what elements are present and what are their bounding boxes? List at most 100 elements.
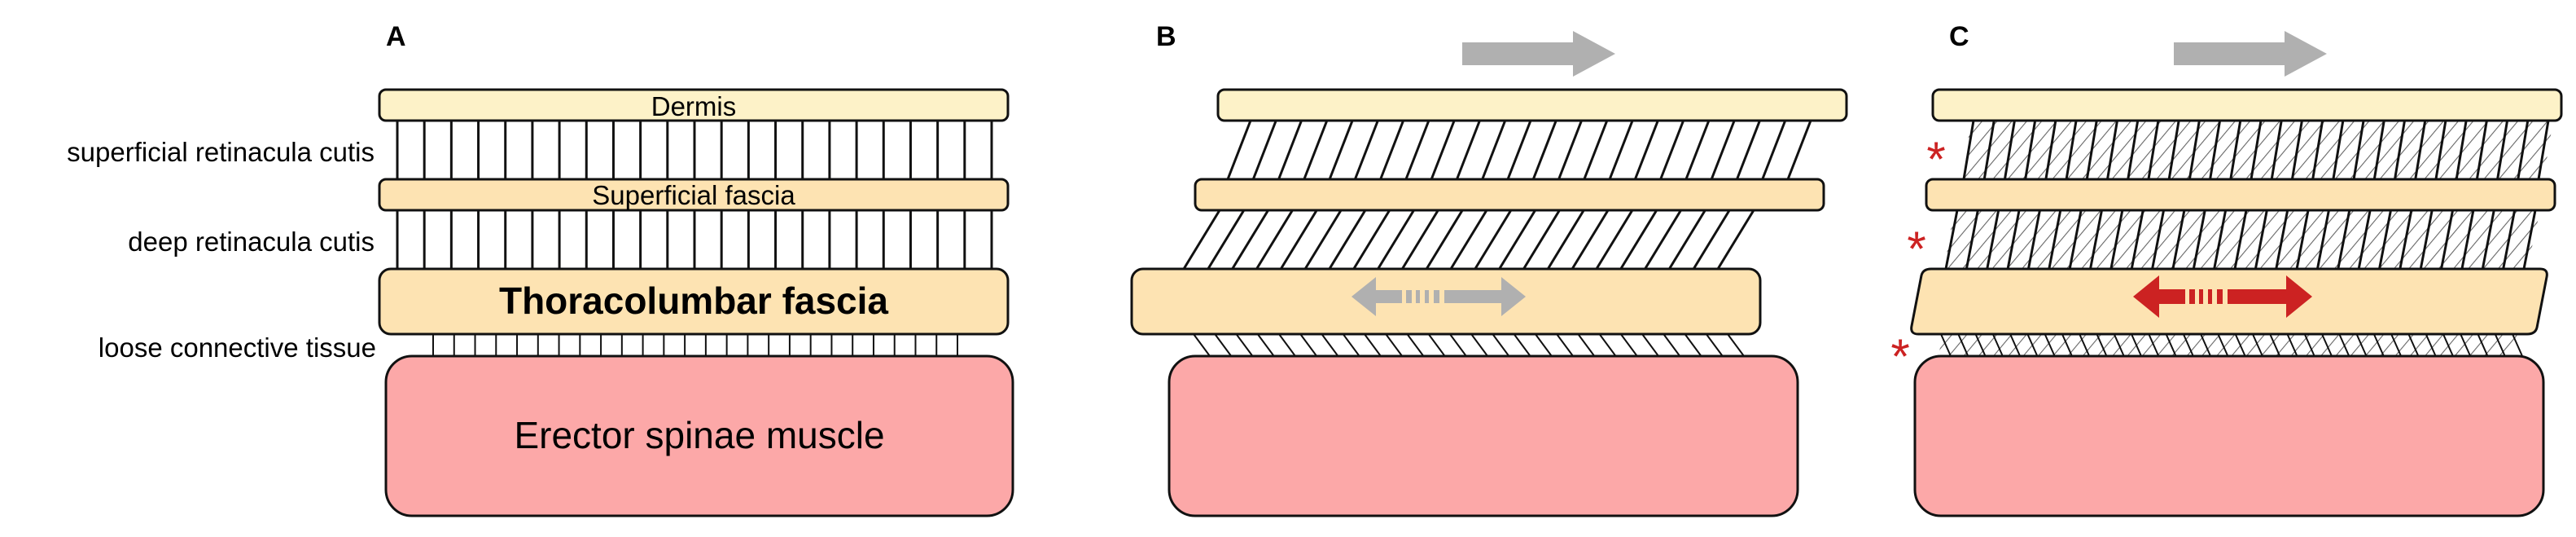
fiber xyxy=(2460,333,2472,357)
fiber xyxy=(2394,120,2406,180)
fiber xyxy=(2269,333,2281,357)
fiber xyxy=(2171,209,2186,270)
fiber xyxy=(2065,120,2078,180)
fiber xyxy=(1251,120,1277,180)
loose-connective-tissue-label: loose connective tissue xyxy=(99,332,376,363)
fiber xyxy=(1427,333,1446,357)
superficial-fascia-layer-shifted xyxy=(1194,178,1825,212)
fiber xyxy=(1571,209,1610,270)
fiber xyxy=(1595,209,1634,270)
fiber xyxy=(1986,209,2000,270)
asterisk-deep: * xyxy=(1907,222,1925,276)
fiber xyxy=(1321,333,1339,357)
dermis-layer-shifted xyxy=(1216,88,1848,122)
fiber xyxy=(1303,120,1329,180)
dermis-layer-c xyxy=(1931,88,2563,122)
fiber xyxy=(2024,120,2037,180)
fiber xyxy=(1214,333,1233,357)
fiber xyxy=(1982,120,1996,180)
fiber xyxy=(2148,333,2160,357)
panel-a-letter: A xyxy=(386,21,406,52)
fiber xyxy=(1352,209,1391,270)
right-arrow-icon xyxy=(2174,31,2327,77)
fiber xyxy=(1235,333,1254,357)
fiber xyxy=(1991,333,2004,357)
fiber xyxy=(1633,120,1659,180)
loose-connective-fibers-slanted xyxy=(1193,333,1745,357)
fiber xyxy=(2502,209,2517,270)
fiber xyxy=(1328,209,1367,270)
fiber xyxy=(1957,333,1969,357)
deep-retinacula-fibers xyxy=(396,210,993,269)
fiber xyxy=(1556,333,1574,357)
fiber xyxy=(2251,333,2263,357)
double-headed-arrow-icon xyxy=(1352,277,1526,316)
superficial-fascia-layer-c xyxy=(1925,178,2556,212)
panel-c-letter: C xyxy=(1949,21,1969,52)
fiber xyxy=(2147,120,2160,180)
fiber xyxy=(2338,333,2350,357)
fiber xyxy=(2290,120,2303,180)
fiber xyxy=(2188,120,2201,180)
fiber xyxy=(2079,333,2091,357)
fiber xyxy=(1557,120,1583,180)
fiber xyxy=(2455,120,2468,180)
fiber xyxy=(1226,120,1252,180)
fiber xyxy=(2089,209,2103,270)
fiber xyxy=(2130,209,2144,270)
fiber xyxy=(2315,209,2330,270)
fiber xyxy=(2003,120,2016,180)
fiber xyxy=(1385,333,1403,357)
fiber xyxy=(1940,333,1952,357)
fiber xyxy=(2481,209,2495,270)
superficial-retinacula-label: superficial retinacula cutis xyxy=(67,137,375,167)
fiber xyxy=(2321,333,2333,357)
fiber xyxy=(1279,209,1318,270)
fiber xyxy=(2286,333,2298,357)
fiber xyxy=(2131,333,2142,357)
fiber xyxy=(1663,333,1681,357)
fiber xyxy=(2106,120,2118,180)
dermis-label: Dermis xyxy=(651,91,737,121)
asterisk-loose: * xyxy=(1890,329,1909,384)
fiber xyxy=(2357,209,2372,270)
fiber xyxy=(1470,333,1488,357)
fiber xyxy=(2425,333,2437,357)
fiber xyxy=(1506,120,1532,180)
fiber xyxy=(1513,333,1531,357)
superficial-fascia-label: Superficial fascia xyxy=(592,180,795,210)
fiber xyxy=(1727,333,1745,357)
fiber xyxy=(1619,333,1638,357)
fiber xyxy=(2372,333,2385,357)
fiber xyxy=(2006,209,2021,270)
fiber xyxy=(1705,333,1724,357)
fiber xyxy=(2537,120,2550,180)
fiber xyxy=(2522,209,2537,270)
fiber xyxy=(2200,333,2212,357)
fiber xyxy=(2303,333,2315,357)
deep-retinacula-label: deep retinacula cutis xyxy=(128,227,375,257)
fiber xyxy=(1659,120,1685,180)
fiber xyxy=(2270,120,2283,180)
panel-a: A superficial retinacula cutis deep reti… xyxy=(67,21,1014,517)
fiber xyxy=(1377,209,1415,270)
fiber xyxy=(1456,120,1481,180)
fiber xyxy=(2167,120,2180,180)
double-headed-arrow-icon xyxy=(2133,275,2312,318)
fiber xyxy=(1401,209,1439,270)
fiber xyxy=(2460,209,2475,270)
fiber xyxy=(1535,333,1553,357)
fiber xyxy=(2061,333,2073,357)
deep-retinacula-fibers-slanted xyxy=(1182,209,1755,270)
fiber xyxy=(2009,333,2022,357)
thoracolumbar-fascia-layer xyxy=(378,267,1010,336)
fiber xyxy=(1492,333,1510,357)
fiber xyxy=(1736,120,1761,180)
fiber xyxy=(1546,209,1585,270)
fiber xyxy=(2332,120,2345,180)
fiber xyxy=(1498,209,1536,270)
fiber xyxy=(1379,120,1405,180)
superficial-fascia-layer xyxy=(378,178,1010,212)
fiber xyxy=(2165,333,2177,357)
fiber xyxy=(2151,209,2166,270)
